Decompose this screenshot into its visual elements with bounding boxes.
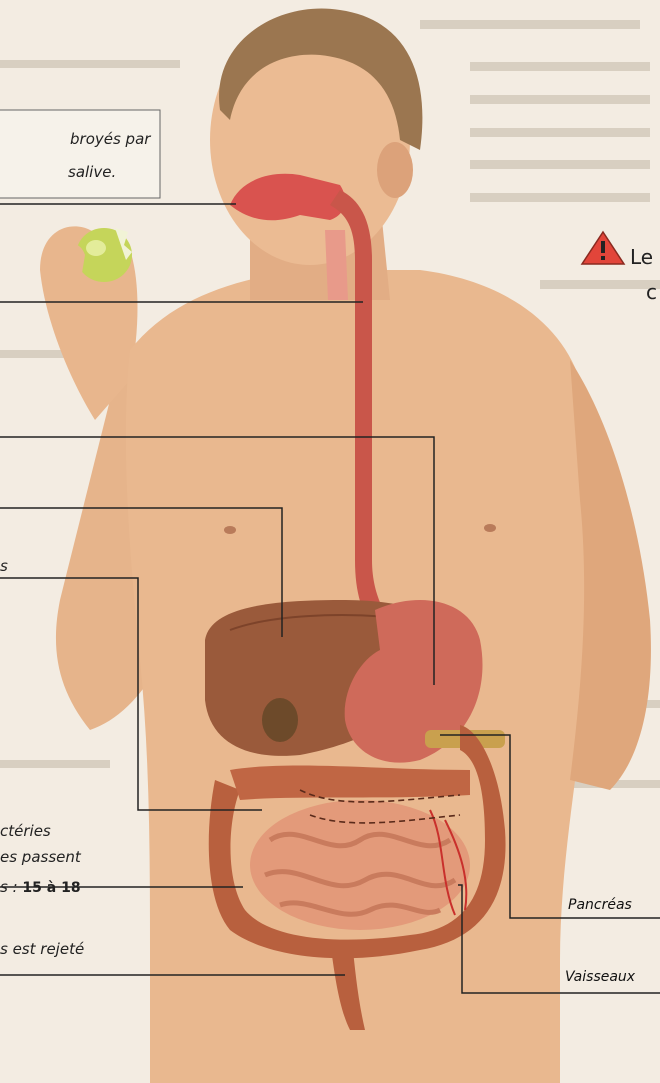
label-bouche-line2: salive.: [68, 161, 116, 183]
label-bacteries-line1: ctéries: [0, 820, 51, 842]
warning-text-line1: Le: [630, 245, 653, 269]
label-cote: s: [0, 555, 8, 577]
warning-icon: [582, 232, 624, 264]
gallbladder: [262, 698, 298, 742]
label-box-bouche: [0, 110, 160, 198]
label-bacteries-line3-value: 15 à 18: [22, 880, 80, 896]
warning-text-line2: c: [646, 280, 657, 304]
label-bouche-line1: broyés par: [70, 128, 150, 150]
label-bacteries-line3-prefix: s :: [0, 878, 18, 896]
label-rejete: s est rejeté: [0, 938, 84, 960]
transverse-colon: [230, 766, 470, 800]
label-bacteries-line2: es passent: [0, 846, 81, 868]
label-vaisseaux: Vaisseaux: [565, 969, 635, 985]
label-bacteries-line3: s : 15 à 18: [0, 876, 81, 899]
label-pancreas: Pancréas: [568, 897, 632, 913]
trachea: [325, 230, 348, 300]
